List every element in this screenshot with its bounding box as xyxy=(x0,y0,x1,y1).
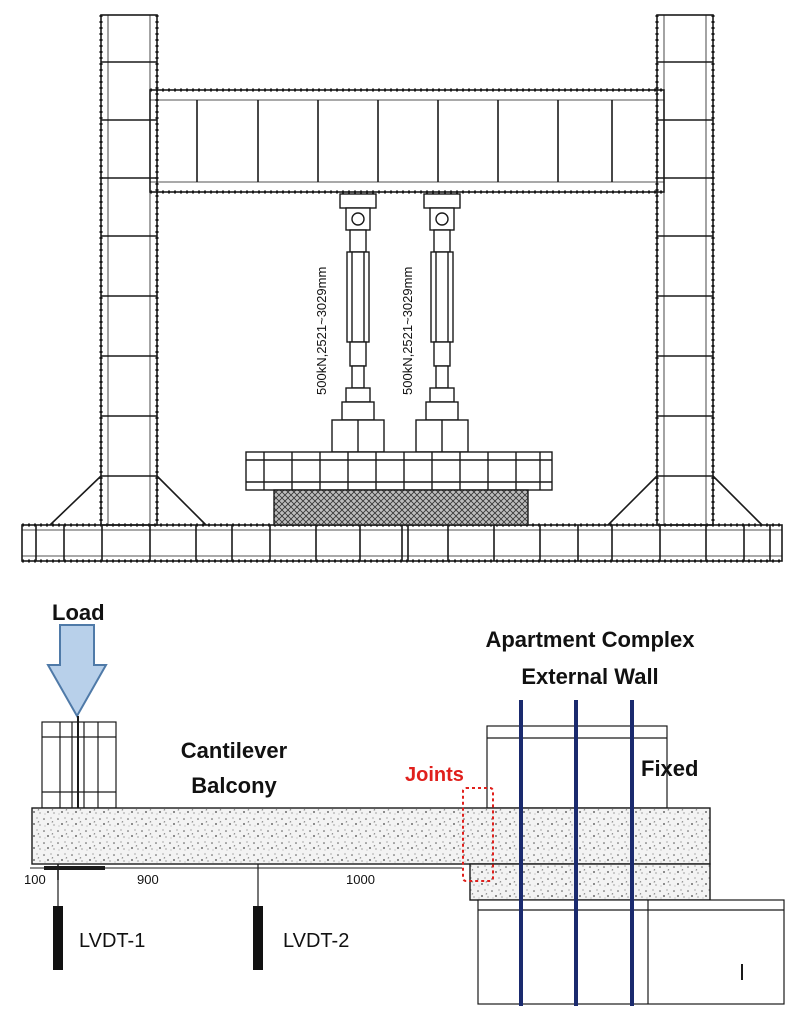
wall-label-line1: Apartment Complex xyxy=(485,627,695,652)
fixed-label: Fixed xyxy=(641,756,698,781)
dimension-line xyxy=(30,864,462,880)
load-fixture xyxy=(41,716,117,809)
actuator-left-label: 500kN,2521~3029mm xyxy=(314,267,329,395)
lvdt2-label: LVDT-2 xyxy=(283,930,349,952)
base-beam xyxy=(21,523,783,563)
left-column xyxy=(49,14,207,526)
dim-900: 900 xyxy=(137,872,159,887)
dim-1000: 1000 xyxy=(346,872,375,887)
lvdt-1 xyxy=(53,880,63,970)
wall-label-line2: External Wall xyxy=(521,664,658,689)
joints-marker xyxy=(462,787,494,882)
crossbeam xyxy=(149,88,665,194)
frame-specimen-block xyxy=(273,489,529,526)
joints-label: Joints xyxy=(405,764,464,786)
lvdt-2 xyxy=(253,880,263,970)
lvdt1-label: LVDT-1 xyxy=(79,930,145,952)
balcony-label-line1: Cantilever xyxy=(181,738,288,763)
balcony-slab xyxy=(31,807,711,865)
load-arrow xyxy=(46,624,108,719)
wall-slab-lower xyxy=(469,863,711,901)
dim-100: 100 xyxy=(24,872,46,887)
actuator-left xyxy=(331,193,385,453)
actuator-right-label: 500kN,2521~3029mm xyxy=(400,267,415,395)
balcony-label-line2: Balcony xyxy=(191,773,277,798)
load-label: Load xyxy=(52,600,105,625)
tie-rods xyxy=(519,700,634,1006)
actuator-right xyxy=(415,193,469,453)
loading-beam xyxy=(245,451,553,491)
